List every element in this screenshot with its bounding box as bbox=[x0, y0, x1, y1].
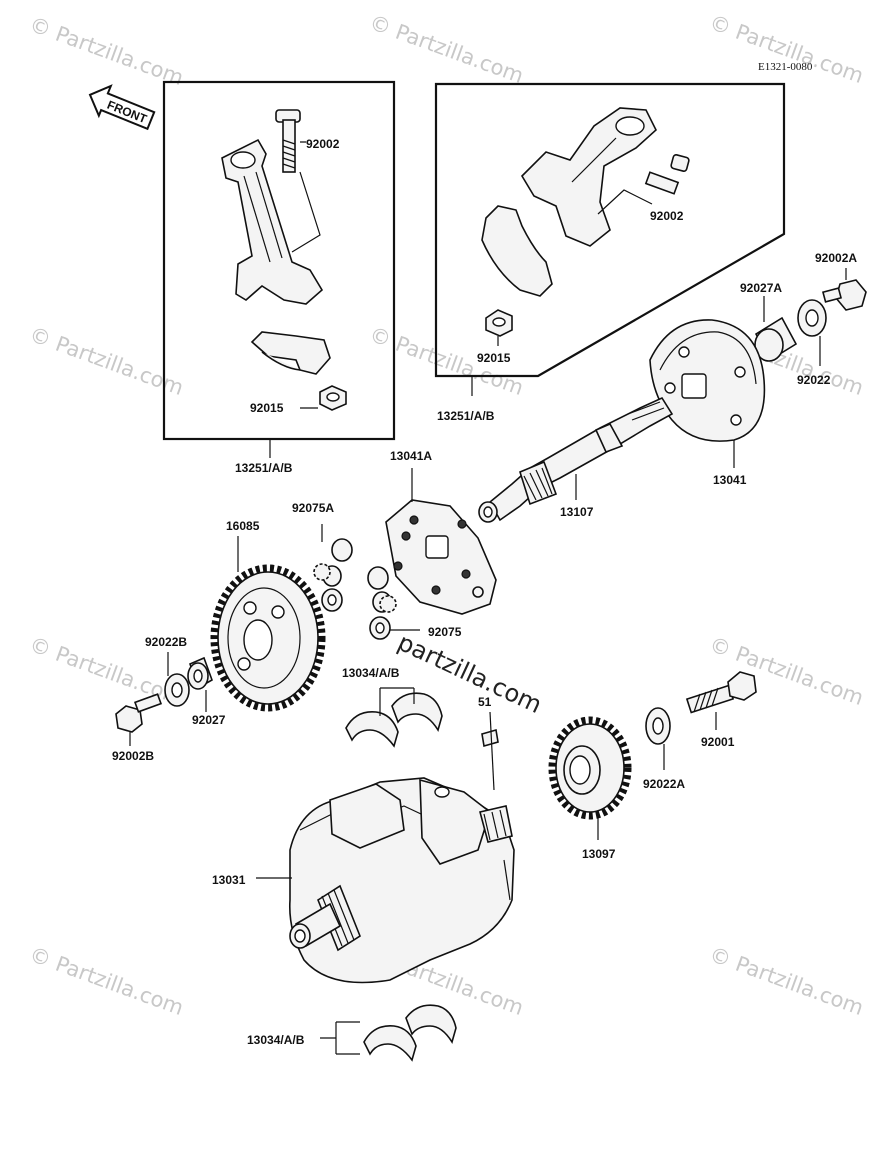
gear-16085 bbox=[210, 564, 326, 712]
rod-nut-right bbox=[485, 309, 513, 337]
watermark: © Partzilla.com bbox=[706, 942, 866, 1020]
damper-92075 bbox=[367, 566, 397, 640]
callout-13041a: 13041A bbox=[390, 449, 432, 463]
bolt-92001 bbox=[685, 671, 757, 714]
spacer-92027a bbox=[754, 316, 798, 362]
diagram-code: E1321-0080 bbox=[758, 61, 813, 73]
watermark: © Partzilla.com bbox=[26, 322, 186, 400]
bolt-92002a bbox=[821, 279, 867, 311]
gear-13097 bbox=[548, 716, 632, 820]
callout-92001: 92001 bbox=[701, 735, 735, 749]
watermark: © Partzilla.com bbox=[706, 10, 866, 88]
bearing-13034-mid bbox=[345, 692, 443, 748]
callout-13041: 13041 bbox=[713, 473, 747, 487]
callout-92075: 92075 bbox=[428, 625, 462, 639]
washer-92022b bbox=[164, 673, 190, 707]
callout-92015-right: 92015 bbox=[477, 351, 511, 365]
rod-bolt-right bbox=[644, 154, 690, 195]
callout-92027: 92027 bbox=[192, 713, 226, 727]
callout-13031: 13031 bbox=[212, 873, 246, 887]
rod-cap-left bbox=[250, 331, 331, 375]
callout-92002-right: 92002 bbox=[650, 209, 684, 223]
front-arrow: FRONT bbox=[88, 84, 156, 131]
damper-flange-13041 bbox=[649, 319, 766, 442]
watermark: © Partzilla.com bbox=[366, 10, 526, 88]
callout-51: 51 bbox=[478, 695, 492, 709]
callout-13097: 13097 bbox=[582, 847, 616, 861]
callout-92075a: 92075A bbox=[292, 501, 334, 515]
spacer-92027 bbox=[187, 656, 213, 690]
callout-92022a: 92022A bbox=[643, 777, 685, 791]
damper-plate-13041a bbox=[385, 499, 497, 615]
bolt-92002b bbox=[115, 693, 163, 733]
callout-13034-mid: 13034/A/B bbox=[342, 666, 400, 680]
rod-cap-right bbox=[481, 205, 553, 297]
rod-bolt-left bbox=[275, 109, 301, 173]
bearing-13034-bottom bbox=[363, 1004, 457, 1062]
callout-16085: 16085 bbox=[226, 519, 260, 533]
callout-13107: 13107 bbox=[560, 505, 594, 519]
watermark: © Partzilla.com bbox=[26, 942, 186, 1020]
damper-92075a bbox=[313, 538, 353, 612]
balancer-shaft-13107 bbox=[478, 396, 674, 523]
connecting-rod-left bbox=[221, 138, 324, 305]
callout-92015-left: 92015 bbox=[250, 401, 284, 415]
watermark: © Partzilla.com bbox=[26, 12, 186, 90]
key-51 bbox=[481, 728, 499, 748]
crankshaft-13031 bbox=[288, 777, 515, 984]
callout-92002a: 92002A bbox=[815, 251, 857, 265]
callout-92022b: 92022B bbox=[145, 635, 187, 649]
callout-92027a: 92027A bbox=[740, 281, 782, 295]
callout-92022: 92022 bbox=[797, 373, 831, 387]
rod-nut-left bbox=[319, 385, 347, 411]
washer-92022a bbox=[645, 707, 671, 745]
callout-92002b: 92002B bbox=[112, 749, 154, 763]
callout-13251-right: 13251/A/B bbox=[437, 409, 495, 423]
callout-13251-left: 13251/A/B bbox=[235, 461, 293, 475]
washer-92022 bbox=[797, 299, 827, 337]
callout-92002-left: 92002 bbox=[306, 137, 340, 151]
connecting-rod-box-right bbox=[434, 82, 786, 378]
connecting-rod-right bbox=[520, 107, 657, 247]
callout-13034-bottom: 13034/A/B bbox=[247, 1033, 305, 1047]
connecting-rod-box-left bbox=[162, 80, 396, 441]
